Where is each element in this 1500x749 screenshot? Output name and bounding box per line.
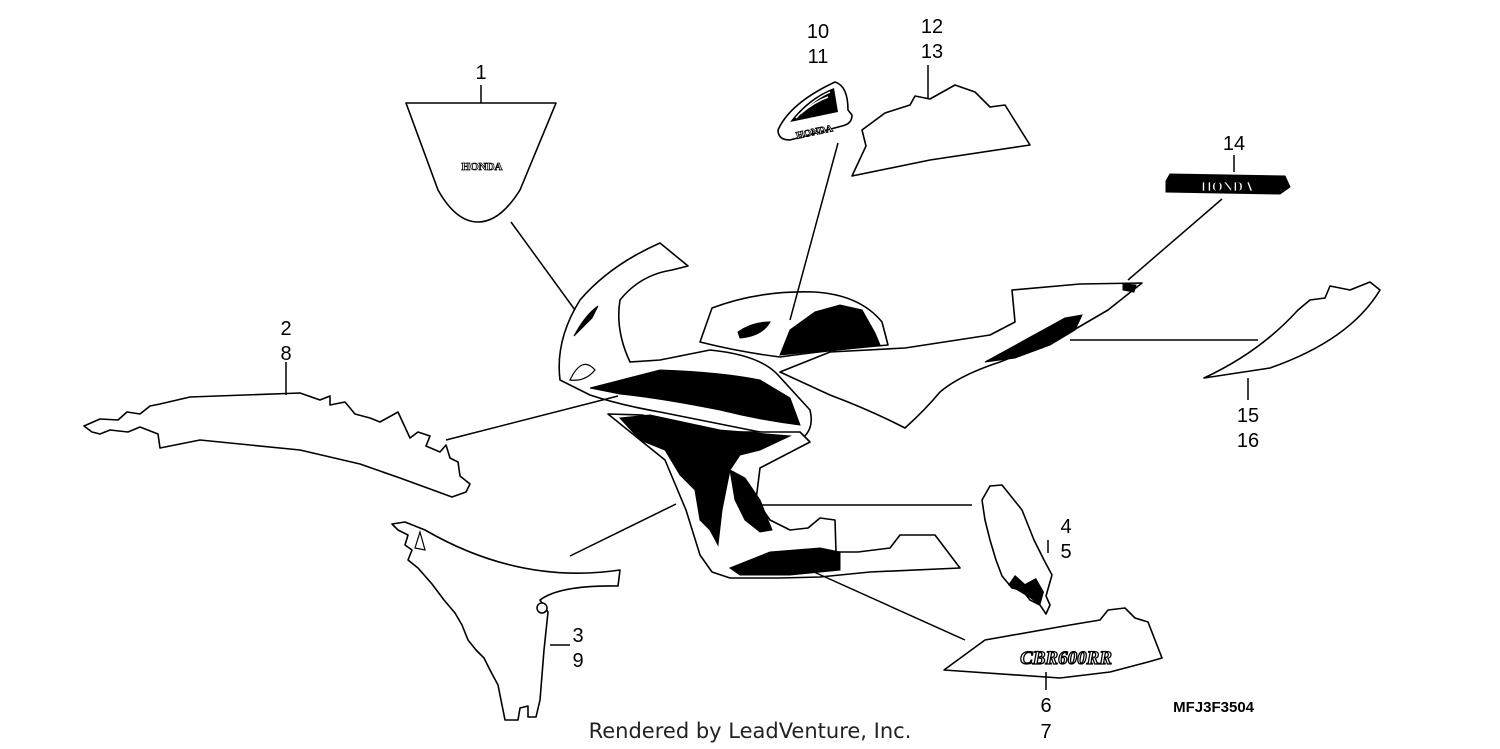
windscreen-honda-logo: HONDA: [462, 161, 503, 173]
part-14-tail-badge[interactable]: HONDA: [1165, 173, 1291, 195]
leader-lines: [285, 65, 1258, 690]
leader-14: [1127, 198, 1223, 281]
callout-4: 4: [1060, 516, 1071, 538]
part-4-5-side-panel-decal[interactable]: [981, 484, 1053, 615]
leader-6-7: [813, 571, 966, 641]
part-15-16-tail-stripe[interactable]: [1203, 281, 1381, 379]
callout-13: 13: [921, 41, 943, 63]
callout-10: 10: [807, 21, 829, 43]
callout-16: 16: [1237, 430, 1259, 452]
side-stripe-model-logo: CBR600RR: [1020, 648, 1112, 669]
leader-10-11: [789, 142, 839, 321]
part-6-7-lower-side-stripe[interactable]: CBR600RR: [943, 607, 1163, 679]
callout-9: 9: [572, 650, 583, 672]
callout-2: 2: [280, 318, 291, 340]
tail-badge-honda-logo: HONDA: [1201, 180, 1254, 195]
callout-1: 1: [475, 62, 486, 84]
callout-3: 3: [572, 625, 583, 647]
leader-1: [510, 221, 576, 311]
motorcycle-bodywork: [558, 242, 1143, 579]
leader-2-8-body: [445, 395, 619, 441]
part-10-11-wing-badge[interactable]: HONDA: [777, 81, 853, 142]
part-2-8-upper-fairing-stripe[interactable]: [83, 392, 471, 498]
part-12-13-tank-decal[interactable]: [851, 84, 1031, 177]
leader-3-9-body: [569, 503, 677, 557]
callout-6: 6: [1040, 695, 1051, 717]
part-3-9-lower-inner-stripe[interactable]: [391, 521, 621, 721]
callout-11: 11: [808, 46, 829, 68]
callout-labels: 1 2 8 3 9 4 5 6 7 10 11 12 13 14 15 16: [280, 16, 1259, 743]
callout-8: 8: [280, 343, 291, 365]
callout-7: 7: [1040, 721, 1051, 743]
diagram-code: MFJ3F3504: [1173, 699, 1255, 716]
callout-12: 12: [921, 16, 943, 38]
callout-15: 15: [1237, 405, 1259, 427]
part-1-windscreen-decal[interactable]: HONDA: [405, 102, 557, 223]
callout-5: 5: [1060, 541, 1071, 563]
callout-14: 14: [1223, 133, 1245, 155]
render-credit: Rendered by LeadVenture, Inc.: [589, 719, 912, 743]
